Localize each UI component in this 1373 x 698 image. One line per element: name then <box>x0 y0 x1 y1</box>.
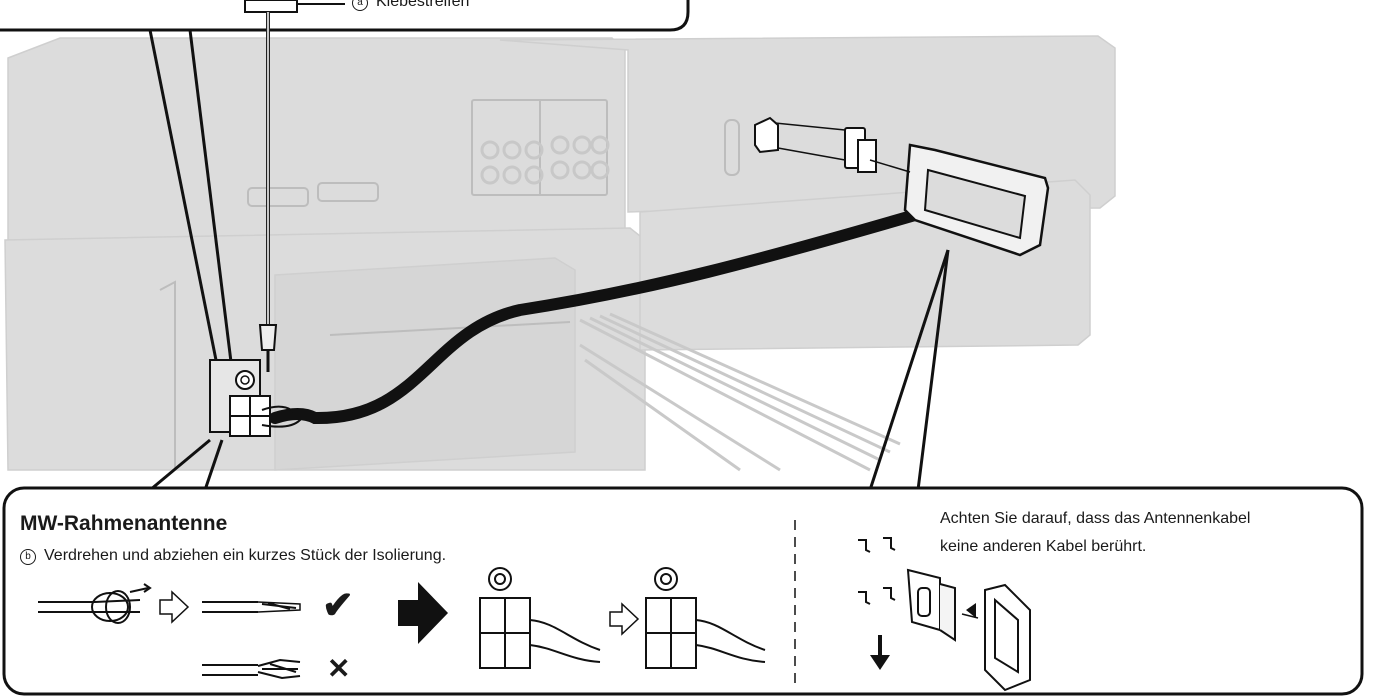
down-arrow <box>870 635 890 670</box>
arrow-outline-1 <box>159 590 190 624</box>
terminal-closeup-2 <box>645 567 766 669</box>
insert-arrow <box>966 603 976 618</box>
rca-jacks <box>480 135 610 185</box>
fm-plug <box>258 324 278 351</box>
top-callout-box <box>0 0 690 32</box>
antenna-stand-assembly <box>858 537 1031 692</box>
mw-antenna-cable <box>269 209 921 425</box>
cross-icon: ✕ <box>327 653 351 684</box>
callout-pointers <box>148 29 950 492</box>
mw-loop-antenna <box>754 116 1050 257</box>
arrow-outline-2 <box>609 602 640 636</box>
lower-left-edge <box>159 280 176 470</box>
mw-title: MW-Rahmenantenne <box>20 512 228 535</box>
antenna-terminal <box>209 359 271 437</box>
terminal-closeup-1 <box>479 567 601 669</box>
check-icon: ✔ <box>322 585 354 627</box>
speaker-line <box>329 321 571 336</box>
speaker-cables <box>579 312 901 472</box>
tape-clip <box>244 0 298 13</box>
note-line-2: keine anderen Kabel berührt. <box>940 538 1147 555</box>
mw-step-text: b Verdrehen und abziehen ein kurzes Stück… <box>20 547 446 565</box>
wire-twist-illustration <box>38 583 152 624</box>
tape-label-text: Klebestreifen <box>376 0 470 10</box>
marker-b: b <box>20 549 36 565</box>
tape-label: a Klebestreifen <box>352 0 469 11</box>
bottom-panel <box>2 486 1364 696</box>
marker-a: a <box>352 0 368 11</box>
connector-port-2 <box>317 182 379 202</box>
upper-left-unit <box>7 37 626 241</box>
slot-icon <box>724 119 740 176</box>
stripped-wire-wrong <box>202 658 301 680</box>
mw-step-label: Verdrehen und abziehen ein kurzes Stück … <box>44 547 447 564</box>
stripped-wire-correct <box>202 601 301 613</box>
next-step-arrow <box>398 582 448 644</box>
note-line-1: Achten Sie darauf, dass das Antennenkabe… <box>940 510 1251 527</box>
connector-port-1 <box>247 187 309 207</box>
